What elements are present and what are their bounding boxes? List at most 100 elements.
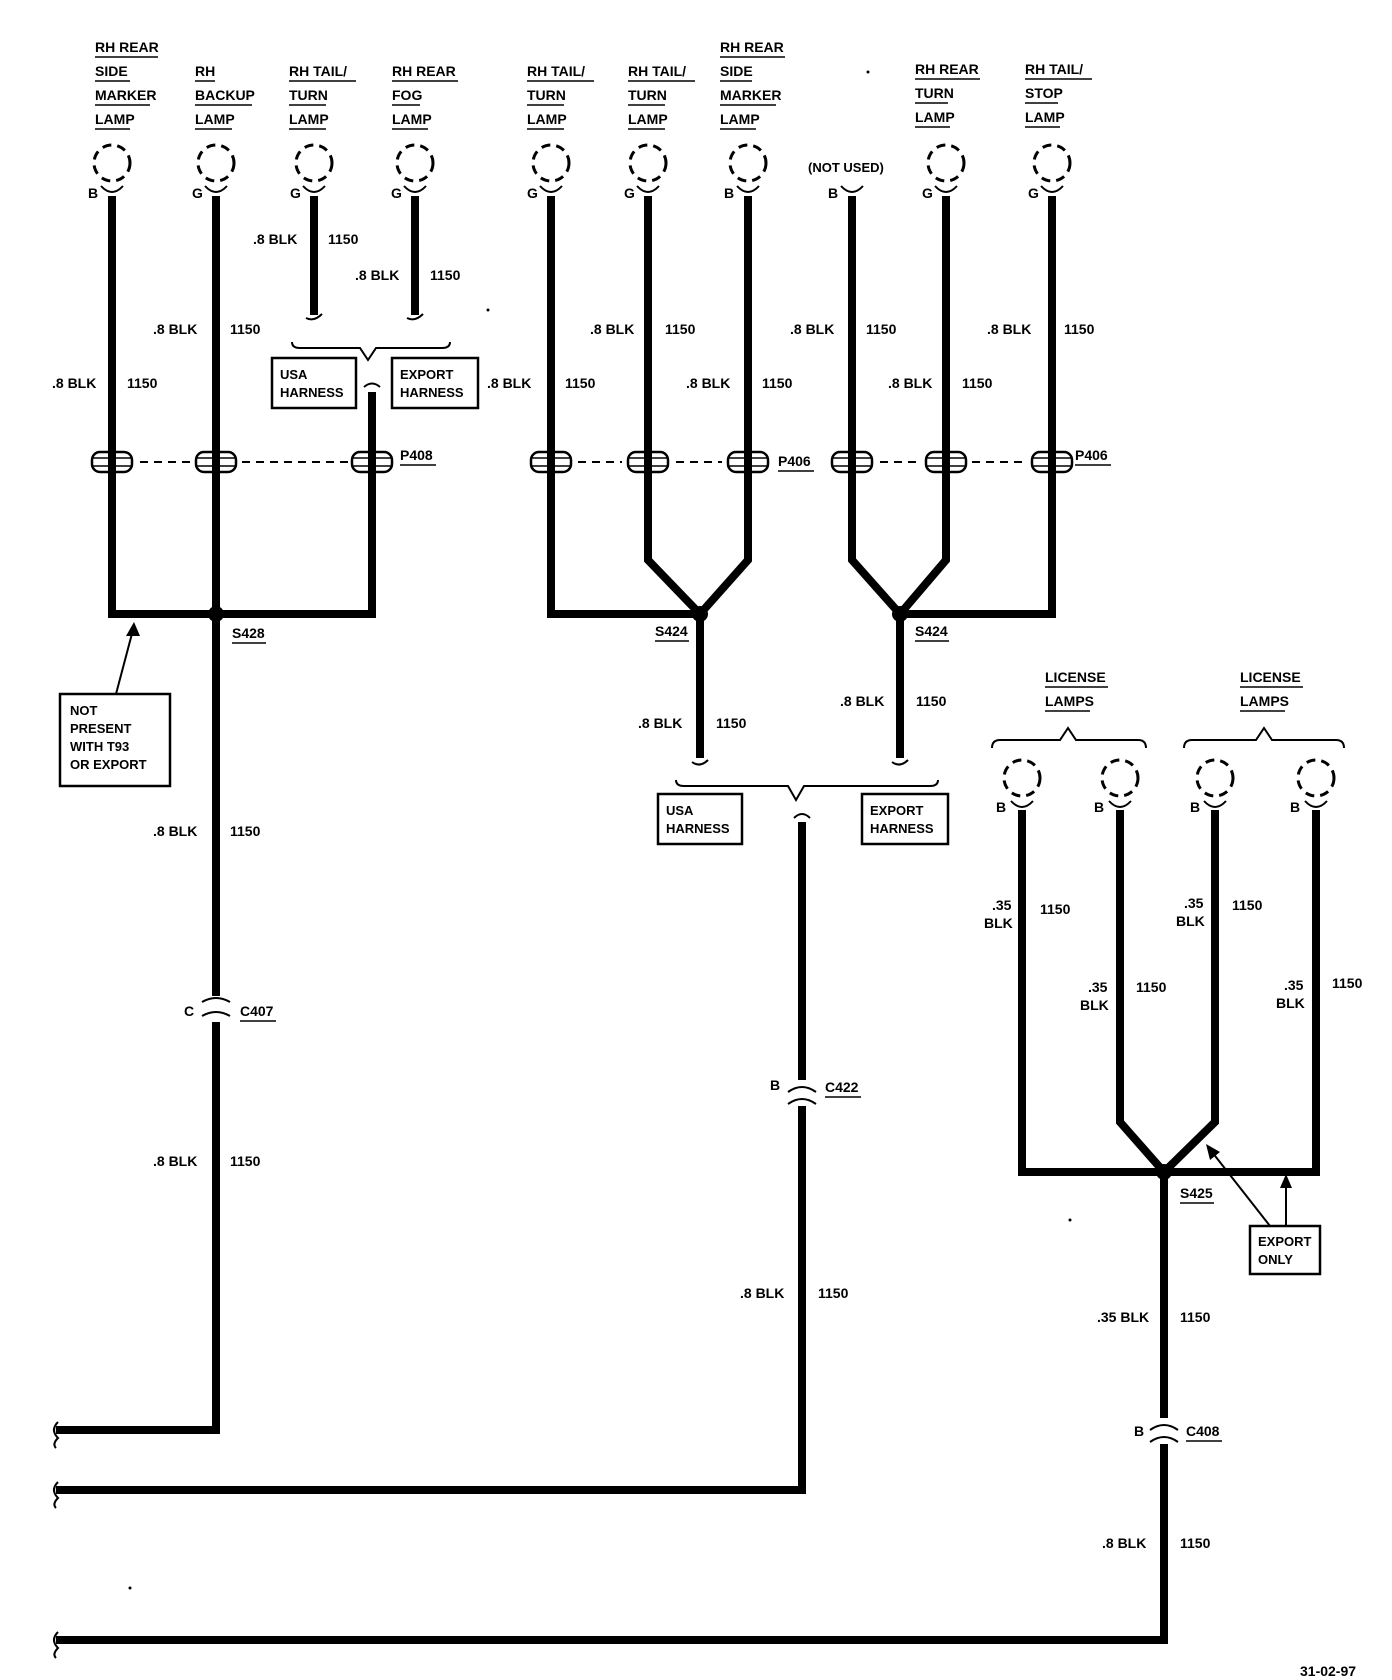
pin-label: G bbox=[1028, 185, 1039, 201]
splice-dot bbox=[208, 606, 224, 622]
box-text: NOT bbox=[70, 703, 98, 718]
wire-size-label: .35 bbox=[992, 897, 1012, 913]
wire-circuit-label: 1150 bbox=[1180, 1535, 1211, 1551]
wire-size-label: .35 bbox=[1184, 895, 1204, 911]
lamp-bulb-icon bbox=[1002, 758, 1042, 808]
wire-circuit-label: 1150 bbox=[962, 375, 993, 391]
inline-connector-icon bbox=[200, 996, 232, 1022]
lamp-label-line: MARKER bbox=[720, 87, 781, 103]
box-text: USA bbox=[280, 367, 308, 382]
wire-color-label: .8 BLK bbox=[840, 693, 884, 709]
pin-label: B bbox=[1094, 799, 1104, 815]
box-text: EXPORT bbox=[1258, 1234, 1312, 1249]
connector-label-c422: C422 bbox=[825, 1079, 859, 1095]
splice-dot bbox=[1156, 1164, 1172, 1180]
pin-label: G bbox=[527, 185, 538, 201]
wire-color-label: BLK bbox=[1080, 997, 1109, 1013]
wire-end-icon bbox=[793, 813, 811, 819]
lamp-label-line: LAMP bbox=[720, 111, 760, 127]
connector-label-c407: C407 bbox=[240, 1003, 274, 1019]
box-text: USA bbox=[666, 803, 694, 818]
connector-shell-icon bbox=[726, 440, 770, 484]
wire-end-icon bbox=[891, 759, 909, 766]
connector-shell-icon bbox=[90, 440, 134, 484]
pin-label: G bbox=[290, 185, 301, 201]
wire-circuit-label: 1150 bbox=[866, 321, 897, 337]
wire-circuit-label: 1150 bbox=[1136, 979, 1167, 995]
lamp-label-line: RH REAR bbox=[392, 63, 456, 79]
lamp-label-line: RH TAIL/ bbox=[527, 63, 585, 79]
connector-label-c408: C408 bbox=[1186, 1423, 1220, 1439]
connector-shell-icon bbox=[194, 440, 238, 484]
wire-circuit-label: 1150 bbox=[1332, 975, 1363, 991]
export-harness-box-top: EXPORT HARNESS bbox=[390, 356, 480, 410]
wire-color-label: .8 BLK bbox=[987, 321, 1031, 337]
lamp-label-line: TURN bbox=[527, 87, 566, 103]
box-text: HARNESS bbox=[400, 385, 464, 400]
pin-label: G bbox=[922, 185, 933, 201]
lamp-label-rh-backup: RH BACKUP LAMP bbox=[195, 63, 255, 130]
wire-color-label: .8 BLK bbox=[790, 321, 834, 337]
harness-brace bbox=[291, 341, 451, 362]
wire-size-label: .35 bbox=[1284, 977, 1304, 993]
lamp-label-line: LAMP bbox=[527, 111, 567, 127]
lamp-label-line: SIDE bbox=[720, 63, 753, 79]
lamp-label-rh-rear-turn: RH REAR TURN LAMP bbox=[915, 61, 980, 128]
wire-color-label: .8 BLK bbox=[153, 823, 197, 839]
splice-label-s425: S425 bbox=[1180, 1185, 1213, 1201]
wire-color-label: .8 BLK bbox=[153, 1153, 197, 1169]
lamp-bulb-icon bbox=[926, 143, 966, 193]
wire-circuit-label: 1150 bbox=[328, 231, 359, 247]
usa-harness-box-middle: USA HARNESS bbox=[656, 792, 744, 846]
wire-color-label: .8 BLK bbox=[253, 231, 297, 247]
lamp-bulb-icon bbox=[196, 143, 236, 193]
wire-circuit-label: 1150 bbox=[127, 375, 158, 391]
wire-circuit-label: 1150 bbox=[230, 823, 261, 839]
arrow-head-icon bbox=[1280, 1174, 1292, 1188]
license-label-line: LICENSE bbox=[1045, 669, 1106, 685]
lamp-label-rh-tail-stop: RH TAIL/ STOP LAMP bbox=[1025, 61, 1092, 128]
wire-color-label: .35 BLK bbox=[1097, 1309, 1149, 1325]
wire-circuit-label: 1150 bbox=[916, 693, 947, 709]
box-text: EXPORT bbox=[870, 803, 924, 818]
lamp-bulb-icon bbox=[1296, 758, 1336, 808]
wire-end-icon bbox=[691, 759, 709, 766]
wire-color-label: .8 BLK bbox=[1102, 1535, 1146, 1551]
pin-label: B bbox=[88, 185, 98, 201]
lamp-label-rh-tail-turn-2: RH TAIL/ TURN LAMP bbox=[527, 63, 594, 130]
connector-shell-icon bbox=[924, 440, 968, 484]
wire-color-label: .8 BLK bbox=[52, 375, 96, 391]
lamp-label-line: RH REAR bbox=[720, 39, 784, 55]
wire-color-label: BLK bbox=[984, 915, 1013, 931]
lamp-label-line: LAMP bbox=[915, 109, 955, 125]
license-label-line: LAMPS bbox=[1045, 693, 1094, 709]
wire-circuit-label: 1150 bbox=[565, 375, 596, 391]
wire-circuit-label: 1150 bbox=[230, 321, 261, 337]
export-only-note-box: EXPORT ONLY bbox=[1206, 1144, 1322, 1276]
wire-size-label: .35 bbox=[1088, 979, 1108, 995]
lamp-bulb-icon bbox=[1032, 143, 1072, 193]
lamp-label-line: RH REAR bbox=[95, 39, 159, 55]
lamp-label-rh-tail-turn-1: RH TAIL/ TURN LAMP bbox=[289, 63, 356, 130]
lamp-label-line: SIDE bbox=[95, 63, 128, 79]
wire-labels: .8 BLK 1150 .8 BLK 1150 .8 BLK 1150 .8 B… bbox=[52, 231, 1363, 1551]
splice-dot bbox=[692, 606, 708, 622]
lamp-bulb-icon bbox=[628, 143, 668, 193]
box-text: PRESENT bbox=[70, 721, 131, 736]
wire-color-label: .8 BLK bbox=[355, 267, 399, 283]
box-text: ONLY bbox=[1258, 1252, 1293, 1267]
splice-label-s424: S424 bbox=[655, 623, 688, 639]
wire-circuit-label: 1150 bbox=[1064, 321, 1095, 337]
lamp-bulb-icon bbox=[294, 143, 334, 193]
wire-circuit-label: 1150 bbox=[665, 321, 696, 337]
box-text: HARNESS bbox=[666, 821, 730, 836]
connector-shell-icon bbox=[626, 440, 670, 484]
wire-group-license bbox=[56, 810, 1320, 1644]
figure-id: 31-02-97 bbox=[1300, 1663, 1356, 1679]
pin-label: G bbox=[391, 185, 402, 201]
lamp-label-line: BACKUP bbox=[195, 87, 255, 103]
connector-label-p406: P406 bbox=[1075, 447, 1108, 463]
splice-label-s424: S424 bbox=[915, 623, 948, 639]
wire-continuation-icon bbox=[53, 1631, 60, 1659]
wire-continuation-icon bbox=[53, 1421, 60, 1449]
